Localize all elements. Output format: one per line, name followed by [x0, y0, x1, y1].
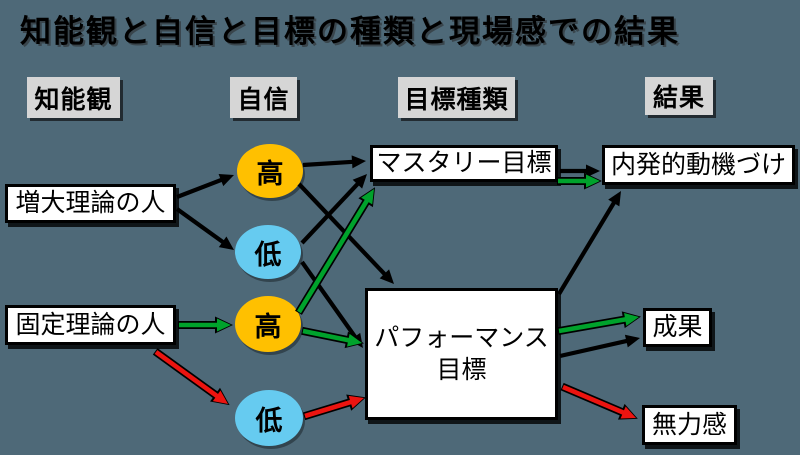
node-intrinsic-motivation: 内発的動機づけ — [602, 145, 795, 185]
edge-performance-goal-to-intrinsic-motivation-arrow — [557, 191, 621, 296]
edge-incremental-theory-to-confidence-low-1-arrow — [175, 207, 234, 250]
node-fixed-theory: 固定理論の人 — [5, 305, 176, 345]
header-goal-type: 目標種類 — [398, 77, 515, 118]
page-title: 知能観と自信と目標の種類と現場感での結果 — [20, 14, 680, 49]
header-result: 結果 — [645, 77, 713, 115]
edge-confidence-high-2-to-performance-goal-arrow — [301, 326, 364, 349]
edge-incremental-theory-to-confidence-high-1-arrow — [176, 173, 234, 199]
node-performance-goal: パフォーマンス 目標 — [365, 288, 558, 420]
edge-performance-goal-to-achievement-arrow — [557, 311, 641, 336]
edge-mastery-goal-to-intrinsic-motivation-arrow — [557, 172, 602, 190]
edge-fixed-theory-to-confidence-low-2-arrow — [152, 348, 230, 406]
node-confidence-low-1: 低 — [235, 225, 301, 279]
edge-confidence-high-1-to-performance-goal-arrow — [297, 182, 394, 284]
node-confidence-high-2: 高 — [235, 296, 301, 352]
edge-performance-goal-to-helplessness-arrow — [560, 382, 638, 420]
node-confidence-high-1: 高 — [237, 144, 303, 198]
edge-confidence-low-1-to-performance-goal-arrow — [300, 260, 363, 348]
edge-confidence-high-1-to-mastery-goal-arrow — [302, 155, 366, 169]
edge-confidence-low-2-to-performance-goal-arrow — [302, 394, 366, 421]
edge-fixed-theory-to-confidence-high-2-arrow — [178, 316, 233, 334]
edge-confidence-low-1-to-mastery-goal-arrow — [300, 174, 367, 245]
node-mastery-goal: マスタリー目標 — [370, 145, 558, 182]
node-incremental-theory: 増大理論の人 — [5, 184, 176, 223]
edge-confidence-high-2-to-mastery-goal-arrow — [295, 187, 376, 315]
edge-performance-goal-to-achievement-arrow — [559, 334, 640, 359]
header-intelligence-view: 知能観 — [27, 77, 120, 118]
edge-mastery-goal-to-intrinsic-motivation-arrow — [560, 164, 600, 178]
node-helplessness: 無力感 — [642, 405, 737, 445]
node-confidence-low-2: 低 — [235, 390, 303, 446]
node-achievement: 成果 — [643, 308, 712, 347]
header-confidence: 自信 — [230, 77, 297, 118]
